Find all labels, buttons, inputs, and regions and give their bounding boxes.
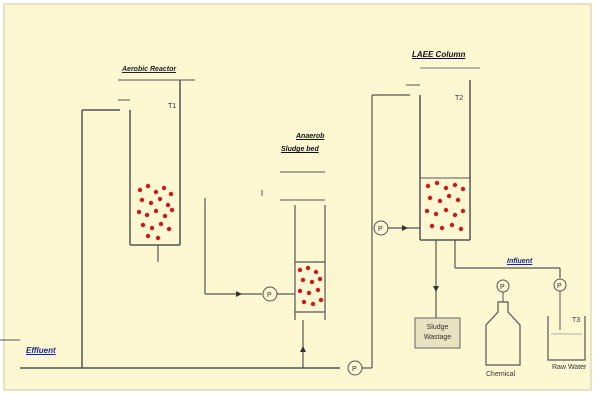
gauge-t1: T1: [168, 103, 176, 110]
chemical-label: Chemical: [486, 371, 516, 378]
raw-water-tank-icon: [547, 316, 586, 361]
gauge-t3: T3: [572, 317, 580, 324]
effluent-label: Effluent: [26, 346, 56, 355]
flow-arrow-4: [433, 286, 439, 292]
column-label: LAEE Column: [412, 50, 466, 59]
column-media: [424, 180, 466, 232]
aerobic-reactor-media: [136, 183, 175, 241]
flow-arrow-3: [402, 225, 408, 231]
flow-arrow-2: [300, 346, 306, 352]
pump-p5-label: P: [557, 283, 562, 290]
anaerobic-bed-label-line1: Anaerob: [296, 133, 325, 140]
anaerobic-bed-media: [297, 265, 324, 307]
raw-water-label: Raw Water: [552, 364, 587, 371]
flow-arrow-1: [236, 291, 242, 297]
chemical-bottle-icon: [485, 301, 521, 366]
pump-p1-label: P: [267, 292, 272, 299]
influent-label: Influent: [507, 258, 533, 265]
anaerobic-bed-label-line2: Sludge bed: [281, 146, 319, 153]
pump-p4-label: P: [500, 284, 505, 291]
sludge-wastage-label-line1: Sludge: [426, 324, 449, 331]
aerobic-reactor-label: Aerobic Reactor: [122, 66, 177, 73]
diagram-panel: [3, 3, 592, 391]
sludge-wastage-label-line2: Wastage: [423, 334, 452, 341]
pump-p2-label: P: [352, 366, 357, 373]
gauge-t2: T2: [455, 95, 463, 102]
pump-p3-label: P: [378, 226, 383, 233]
sludge-wastage-box: [414, 317, 461, 349]
